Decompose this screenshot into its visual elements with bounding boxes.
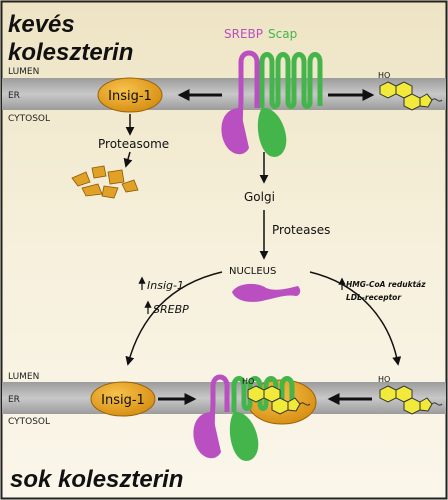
insig-fragments [71, 165, 139, 199]
cytosol-label-top: CYTOSOL [8, 114, 50, 124]
er-label-top: ER [8, 91, 20, 101]
arrow-to-fragments [123, 151, 133, 168]
sterol-ho-label-bottom: HO [378, 375, 390, 384]
genes-left: Insig-1 SREBP [138, 276, 189, 316]
scap-label: Scap [268, 27, 297, 41]
title-top-line-1: kevés [8, 11, 75, 38]
cholesterol-molecule-top: HO [378, 71, 443, 111]
title-bottom: sok koleszterin [10, 466, 183, 493]
lumen-label-top: LUMEN [8, 67, 39, 77]
sterol-ho-label-bound: HO [242, 377, 254, 386]
gene-insig: Insig-1 [147, 279, 184, 292]
gene-hmgcoa: HMG-CoA reduktáz [346, 280, 426, 289]
gene-ldlr: LDL-receptor [346, 293, 402, 302]
scap-protein-top [257, 52, 323, 157]
proteasome-label: Proteasome [98, 137, 169, 151]
er-label-bottom: ER [8, 395, 20, 405]
golgi-label: Golgi [244, 190, 275, 204]
lumen-label-bottom: LUMEN [8, 372, 39, 382]
srebp-protein-bottom [193, 374, 230, 459]
insig-protein-bottom: Insig-1 [90, 381, 156, 417]
arrow-nucleus-to-insig-bottom [125, 271, 223, 366]
insig-label-top: Insig-1 [108, 89, 152, 104]
cholesterol-molecule-bound: HO [242, 377, 311, 415]
srebp-label: SREBP [224, 27, 263, 41]
er-membrane-bottom [2, 382, 446, 414]
arrow-nucleus-to-sterol-bottom [309, 271, 402, 366]
gene-srebp: SREBP [153, 303, 189, 316]
title-top-line-2: koleszterin [8, 39, 133, 66]
srebp-fragment-nucleus [232, 283, 301, 302]
insig-label-bottom: Insig-1 [101, 393, 145, 408]
nucleus-label: NUCLEUS [229, 266, 276, 277]
insig-protein-top: Insig-1 [97, 77, 163, 113]
srebp-protein-top [221, 50, 260, 155]
cytosol-label-bottom: CYTOSOL [8, 417, 50, 427]
er-membrane-top [2, 78, 446, 110]
sterol-ho-label-top: HO [378, 71, 390, 80]
cholesterol-molecule-bottom: HO [378, 375, 443, 415]
proteases-label: Proteases [272, 223, 330, 237]
